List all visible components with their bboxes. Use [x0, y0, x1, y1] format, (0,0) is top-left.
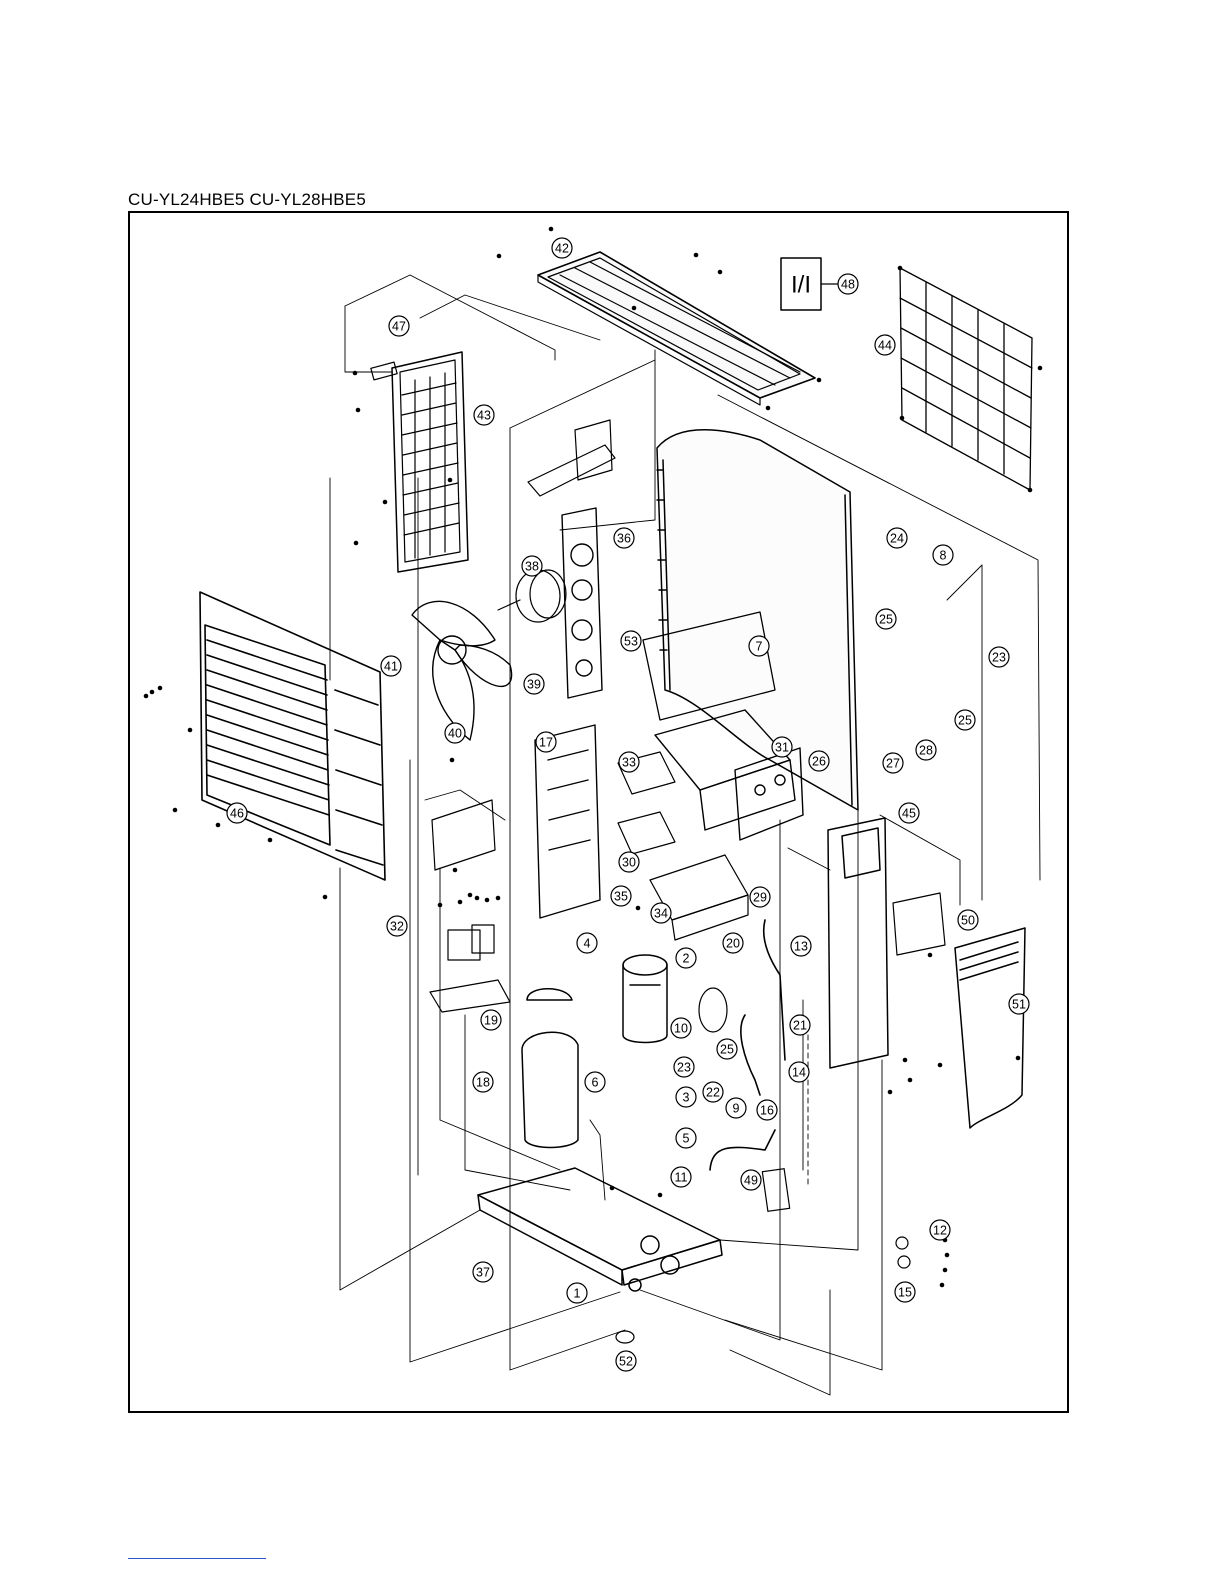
callout-label-52: 52: [619, 1355, 633, 1369]
callout-label-38: 38: [525, 560, 539, 574]
callout-label-53: 53: [624, 635, 638, 649]
callout-label-7: 7: [756, 640, 763, 654]
callout-label-26: 26: [812, 755, 826, 769]
motor-support: [562, 508, 602, 698]
fan-motor: [498, 570, 566, 622]
callout-label-1: 1: [574, 1287, 581, 1301]
callout-label-10: 10: [674, 1022, 688, 1036]
callout-label-28: 28: [919, 744, 933, 758]
callout-label-25: 25: [720, 1043, 734, 1057]
callout-label-33: 33: [622, 756, 636, 770]
callout-label-34: 34: [654, 907, 668, 921]
callout-label-27: 27: [886, 757, 900, 771]
callout-label-9: 9: [733, 1102, 740, 1116]
callout-label-19: 19: [484, 1014, 498, 1028]
callout-label-16: 16: [760, 1104, 774, 1118]
callout-label-4: 4: [584, 937, 591, 951]
callout-label-29: 29: [753, 891, 767, 905]
propeller-fan: [412, 601, 512, 740]
top-panel: [538, 252, 815, 405]
callout-label-41: 41: [384, 660, 398, 674]
callout-label-21: 21: [793, 1019, 807, 1033]
callout-label-17: 17: [539, 736, 553, 750]
compressor: [623, 955, 667, 1043]
callout-label-37: 37: [476, 1266, 490, 1280]
callout-label-36: 36: [617, 532, 631, 546]
callout-label-31: 31: [775, 741, 789, 755]
callout-label-6: 6: [592, 1076, 599, 1090]
part-callouts: 1234567891011121314151617181920212223232…: [227, 238, 1029, 1371]
callout-label-46: 46: [230, 807, 244, 821]
callout-label-44: 44: [878, 339, 892, 353]
callout-label-23: 23: [677, 1061, 691, 1075]
callout-label-32: 32: [390, 920, 404, 934]
callout-label-47: 47: [392, 320, 406, 334]
callout-label-25: 25: [958, 714, 972, 728]
callout-label-39: 39: [527, 678, 541, 692]
callout-label-51: 51: [1012, 998, 1026, 1012]
callout-label-11: 11: [675, 1171, 688, 1185]
callout-label-42: 42: [555, 242, 569, 256]
callout-label-12: 12: [933, 1224, 947, 1238]
callout-label-23: 23: [992, 651, 1006, 665]
callout-label-24: 24: [890, 532, 904, 546]
condenser-coil: [657, 430, 858, 810]
callout-label-48: 48: [841, 278, 855, 292]
left-side-panel: [392, 352, 468, 572]
callout-label-22: 22: [706, 1086, 720, 1100]
callout-label-30: 30: [622, 856, 636, 870]
callout-label-3: 3: [683, 1091, 690, 1105]
callout-label-2: 2: [683, 952, 690, 966]
callout-label-8: 8: [940, 549, 947, 563]
compressor-cover: [522, 989, 578, 1148]
callout-label-13: 13: [794, 940, 808, 954]
callout-label-14: 14: [792, 1066, 806, 1080]
manual-label: I/I: [791, 272, 811, 299]
callout-label-20: 20: [726, 937, 740, 951]
rear-mesh: [900, 268, 1032, 490]
footer-link-underline: [128, 1558, 266, 1559]
callout-label-49: 49: [744, 1174, 758, 1188]
callout-label-40: 40: [448, 727, 462, 741]
callout-label-35: 35: [614, 890, 628, 904]
callout-label-5: 5: [683, 1132, 690, 1146]
sound-proof-board: [535, 725, 600, 918]
motor-bracket-top: [528, 420, 615, 496]
callout-label-15: 15: [898, 1286, 912, 1300]
callout-label-25: 25: [879, 613, 893, 627]
callout-label-18: 18: [476, 1076, 490, 1090]
callout-label-45: 45: [902, 807, 916, 821]
side-cover: [955, 928, 1025, 1128]
callout-label-50: 50: [961, 914, 975, 928]
front-panel: [200, 592, 385, 880]
callout-label-43: 43: [477, 409, 491, 423]
